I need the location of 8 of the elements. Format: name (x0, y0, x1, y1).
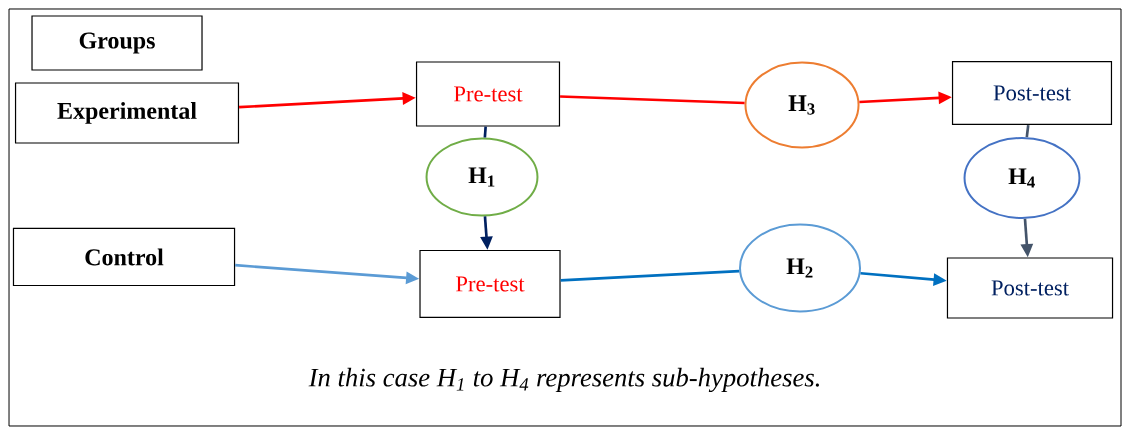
test-box: Pre-test (419, 249, 561, 319)
group-box: Control (12, 227, 236, 287)
group-box: Experimental (14, 82, 240, 144)
test-box: Post-test (951, 60, 1113, 126)
test-box: Post-test (946, 257, 1114, 319)
caption: In this case H$_{1}$ to H$_{4}$ represents sub-hypotheses. (308, 367, 819, 393)
group-box: Groups (31, 15, 203, 71)
test-box: Pre-test (415, 61, 561, 127)
